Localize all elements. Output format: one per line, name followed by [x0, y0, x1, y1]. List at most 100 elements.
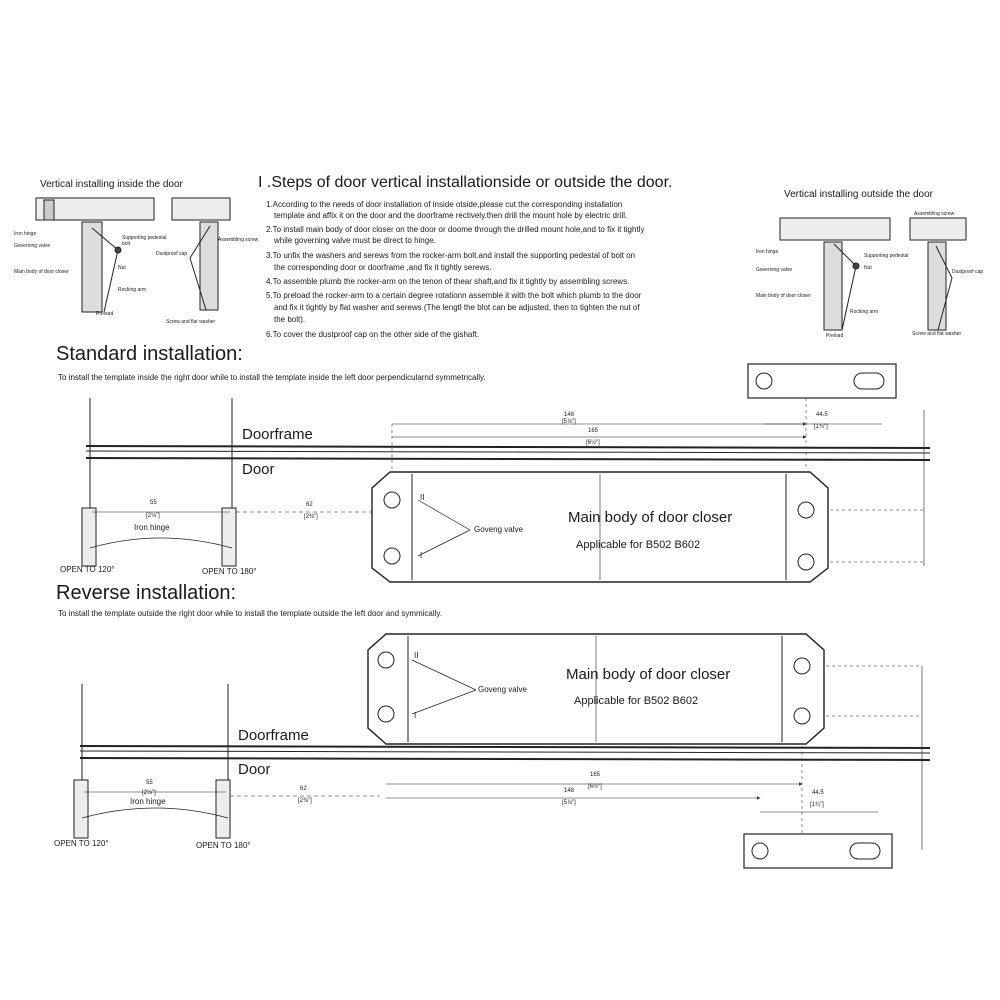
step-line: template and affix it on the door and th…: [274, 211, 628, 220]
left-diagram-title: Vertical installing inside the door: [40, 179, 183, 190]
rev-hole-l2: [377, 705, 395, 723]
rev-iron-hinge-label: Iron hinge: [130, 797, 166, 806]
step-line: 3.To unfix the washers and serews from t…: [266, 251, 636, 260]
rev-valve-label: Goveng valve: [478, 685, 527, 694]
rev-open-120: OPEN TO 120°: [54, 839, 109, 848]
right-label-assembling-screw: Assembling screw: [914, 211, 955, 217]
right-label-iron-hinge: Iron hinge: [756, 249, 779, 255]
std-dim-44-inch: [1¾"]: [814, 424, 828, 430]
step-line: 4.To assemble plumb the rocker-arm on th…: [266, 277, 630, 286]
steps-title: I .Steps of door vertical installationsi…: [258, 174, 673, 191]
right-arm-b: [841, 265, 857, 331]
right-diagram-title: Vertical installing outside the door: [784, 189, 933, 200]
right-label-screw-washer: Screw and flat washer: [912, 331, 962, 337]
left-label-nut: Nut: [118, 265, 126, 271]
rev-hinge-arc: [81, 807, 229, 819]
right-install-diagram: [779, 217, 967, 331]
left-label-bolt: bolt: [122, 241, 131, 247]
rev-doorframe-line: [79, 745, 931, 749]
rev-hole-r1: [793, 657, 811, 675]
step-line: the bolt).: [274, 315, 306, 324]
right-arm-d: [937, 277, 953, 331]
std-dim-148-label: 148: [564, 412, 575, 418]
std-dim-62-inch: [2⅜"]: [304, 514, 318, 520]
std-open-120: OPEN TO 120°: [60, 565, 115, 574]
standard-subtitle: To install the template inside the right…: [58, 373, 486, 382]
left-frame-bar: [35, 197, 155, 221]
std-hinge-arc: [89, 537, 233, 549]
step-line: 6.To cover the dustproof cap on the othe…: [266, 330, 480, 339]
left-label-governing-valve: Governing valve: [14, 243, 51, 249]
left-label-screw-washer: Screw and flat washer: [166, 319, 216, 325]
standard-heading: Standard installation:: [56, 343, 243, 365]
rev-valve-mark-ii: II: [414, 651, 419, 660]
std-valve-pointer-a: [417, 499, 471, 531]
rev-dim-62-inch: [2⅜"]: [298, 798, 312, 804]
std-doorframe-label: Doorframe: [242, 426, 313, 443]
std-dim-44-label: 44.5: [816, 412, 828, 418]
left-pivot: [114, 246, 122, 254]
step-line: 2.To install main body of door closer on…: [266, 225, 645, 234]
std-dim-165-label: 165: [588, 428, 599, 434]
std-plate-hole: [755, 372, 773, 390]
reverse-subtitle: To install the template outside the righ…: [58, 609, 443, 618]
left-frame-bar-2: [171, 197, 231, 221]
left-door-body-2: [199, 221, 219, 311]
std-hole-l2: [383, 547, 401, 565]
right-label-governing-valve: Governing valve: [756, 267, 793, 273]
rev-door-line: [79, 757, 931, 761]
rev-valve-pointer-a: [411, 659, 477, 691]
right-label-supporting-pedestal: Supporting pedestal: [864, 253, 909, 259]
std-hole-l1: [383, 491, 401, 509]
std-applicable-label: Applicable for B502 B602: [576, 539, 701, 551]
right-arm-a: [833, 243, 857, 267]
rev-applicable-label: Applicable for B502 B602: [574, 695, 699, 707]
rev-dim-148-inch: [5⅞"]: [562, 800, 576, 806]
left-label-preload: Preload: [96, 311, 114, 317]
standard-drawing: [81, 363, 931, 583]
left-arm-a: [91, 227, 119, 251]
std-template-plate: [747, 363, 897, 399]
rev-dim-148-label: 148: [564, 788, 575, 794]
rev-dim-165-label: 165: [590, 772, 601, 778]
right-label-nut: Nut: [864, 265, 872, 271]
rev-dim-165-inch: [6½"]: [588, 784, 602, 790]
rev-hinge-b: [215, 779, 231, 839]
left-door-body: [81, 221, 103, 313]
std-dim-55-label: 55: [150, 500, 157, 506]
std-hinge-b: [221, 507, 237, 567]
rev-dim-44-label: 44.5: [812, 790, 824, 796]
right-label-preload: Preload: [826, 333, 844, 339]
left-arm-b: [103, 249, 119, 313]
rev-valve-pointer-b: [411, 689, 477, 715]
std-main-body-label: Main body of door closer: [568, 509, 733, 526]
right-pivot: [852, 262, 860, 270]
std-dim-62-label: 62: [306, 502, 313, 508]
std-dim-55-inch: [2⅛"]: [146, 513, 160, 519]
std-valve-label: Goveng valve: [474, 525, 523, 534]
rev-dim-62-label: 62: [300, 786, 307, 792]
right-door-body-2: [927, 241, 947, 331]
reverse-drawing: [73, 633, 931, 869]
std-open-180: OPEN TO 180°: [202, 567, 257, 576]
right-door-body: [823, 241, 843, 331]
rev-valve-mark-i: I: [414, 711, 417, 720]
right-label-main-body: Main body of door closer: [756, 293, 811, 299]
std-doorframe-line: [85, 445, 931, 449]
std-plate-slot: [853, 372, 885, 390]
left-label-main-body: Main body of door closer: [14, 269, 69, 275]
rev-doorframe-label: Doorframe: [238, 727, 309, 744]
left-bracket: [43, 199, 55, 221]
rev-doorframe-line-2: [79, 750, 931, 754]
rev-plate-slot: [849, 842, 881, 860]
right-label-rocking-arm: Rocking arm: [850, 309, 879, 315]
left-label-supporting-pedestal: Supporting pedestal: [122, 235, 167, 241]
step-line: 1.According to the needs of door install…: [266, 200, 623, 209]
reverse-heading: Reverse installation:: [56, 582, 237, 604]
step-line: while governing valve must be direct to …: [274, 236, 436, 245]
rev-plate-hole: [751, 842, 769, 860]
step-line: and fix it tightly by flat washer and se…: [274, 303, 640, 312]
left-arm-d: [189, 257, 207, 311]
